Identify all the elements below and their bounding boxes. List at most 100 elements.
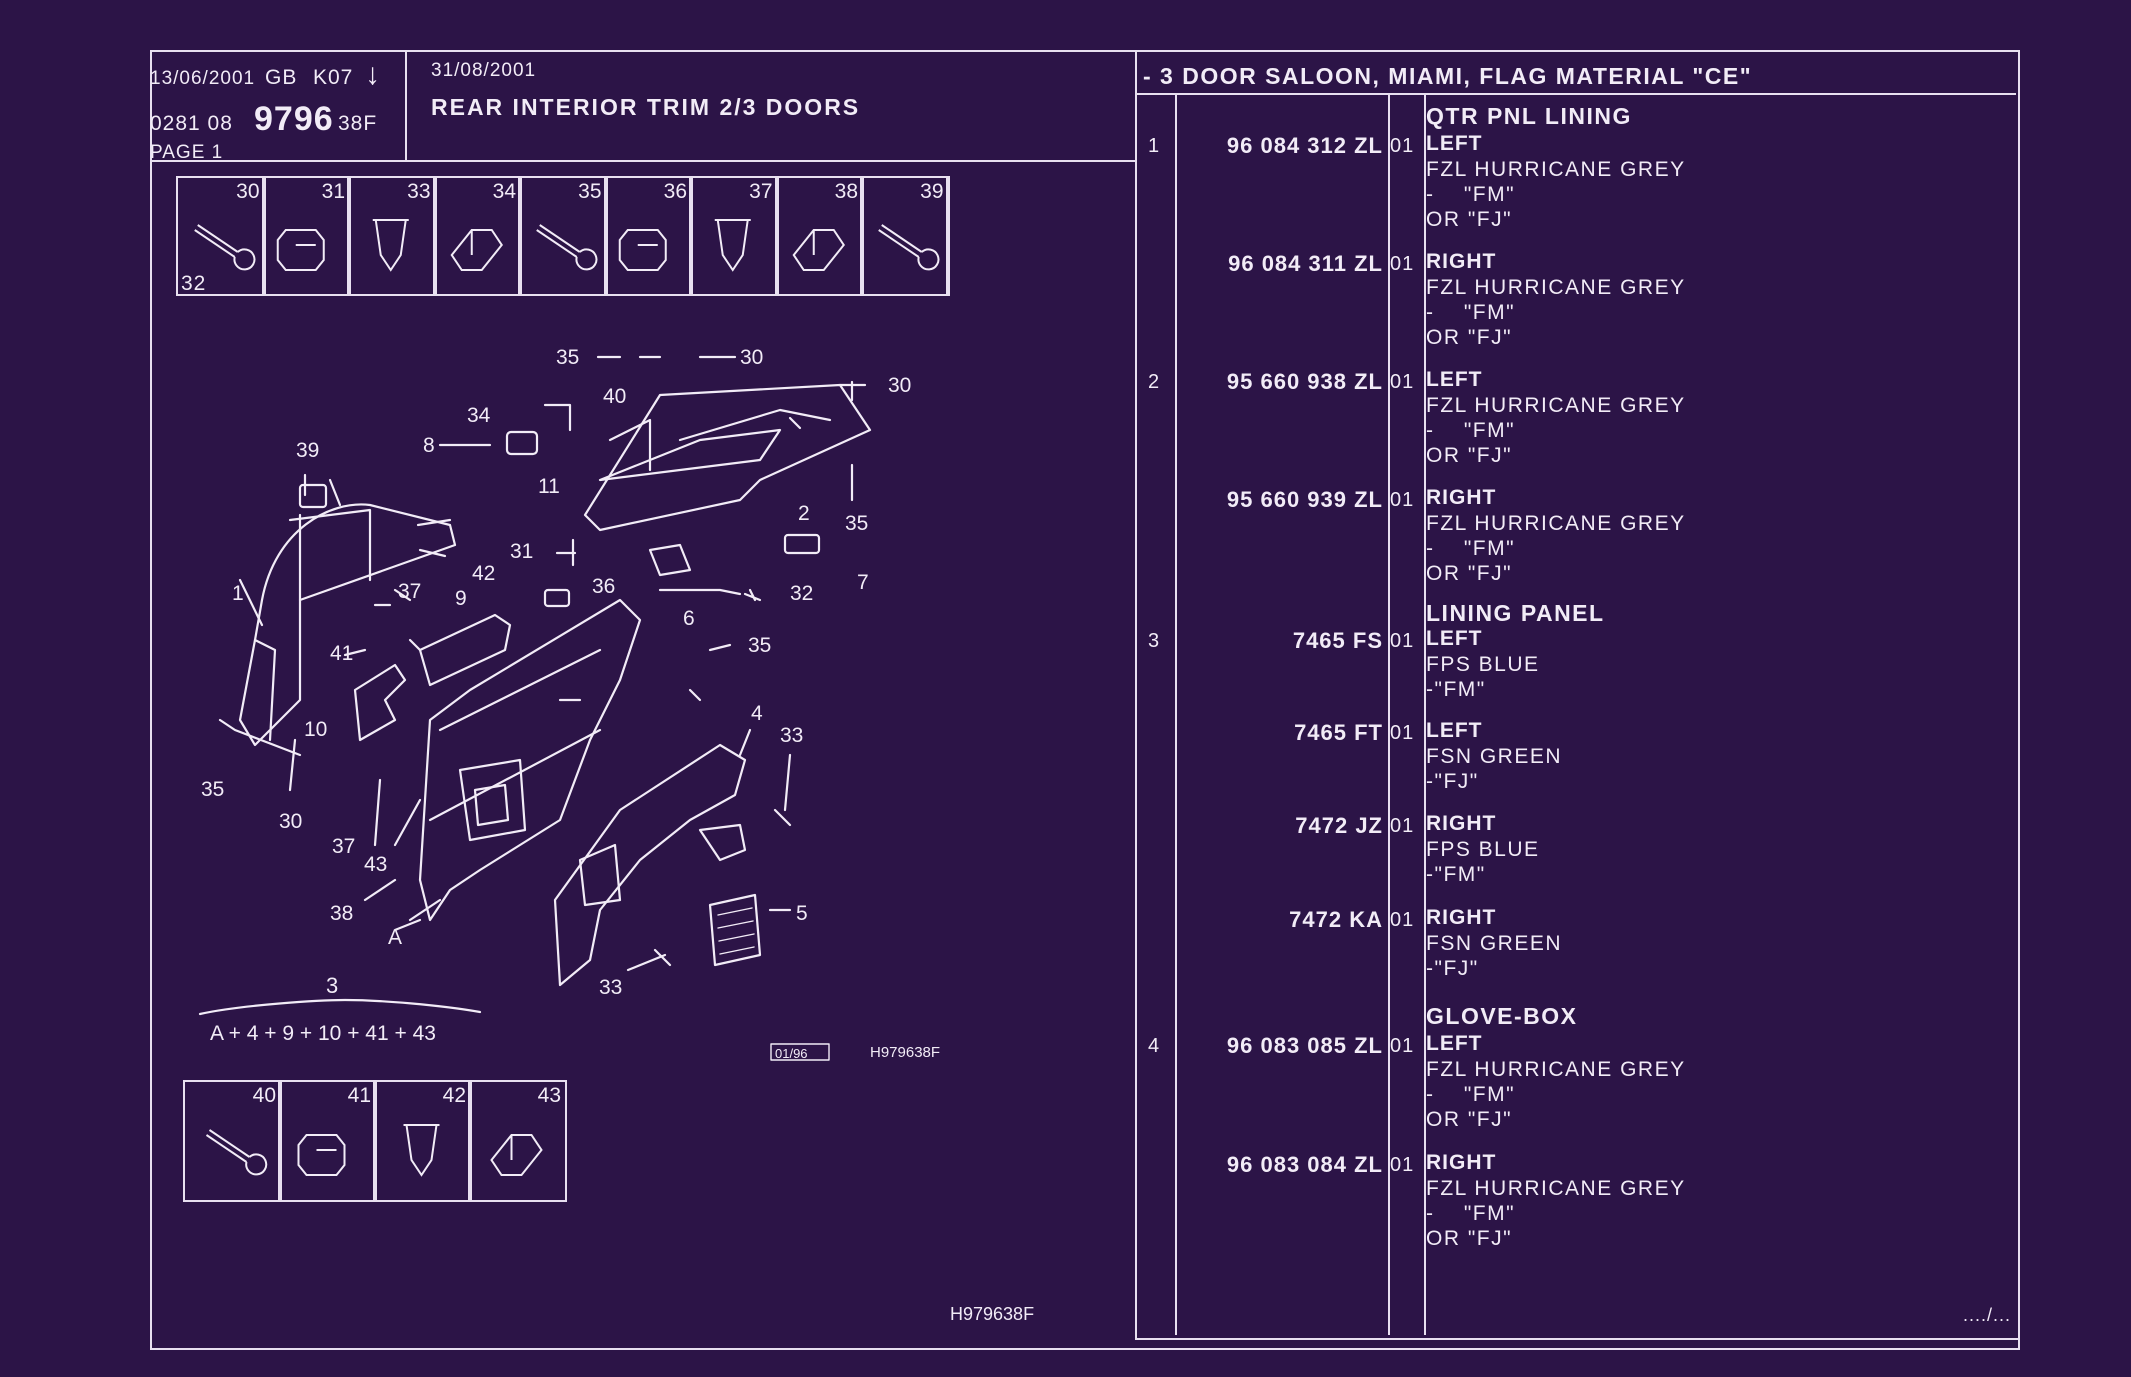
fastener-number: 41	[347, 1084, 371, 1107]
description-line: - "FM"	[1426, 537, 1516, 560]
description-line: OR "FJ"	[1426, 1108, 1513, 1131]
fastener-label-32: 32	[181, 272, 207, 295]
quantity: 01	[1390, 1035, 1415, 1057]
quantity: 01	[1390, 815, 1415, 837]
callout: 41	[330, 642, 353, 665]
callout: 4	[751, 702, 763, 725]
side: LEFT	[1426, 1032, 1483, 1055]
callout: 9	[455, 587, 467, 610]
callout: 6	[683, 607, 695, 630]
description-line: OR "FJ"	[1426, 326, 1513, 349]
parts-list-frame	[1135, 50, 2020, 1340]
callout: 38	[330, 902, 353, 925]
part-2-upper-lining	[583, 383, 872, 532]
side: LEFT	[1426, 368, 1483, 391]
fastener-icon	[618, 229, 667, 271]
description-line: FZL HURRICANE GREY	[1426, 1058, 1686, 1081]
fastener-cell: 39	[860, 176, 950, 296]
part-10	[353, 663, 407, 742]
drawing-ref: H979638F	[870, 1044, 940, 1061]
fastener-icon	[276, 229, 325, 271]
callout: 35	[748, 634, 771, 657]
quantity: 01	[1390, 1154, 1415, 1176]
callout: A	[388, 926, 402, 949]
description-line: FZL HURRICANE GREY	[1426, 1177, 1686, 1200]
fastener-icon	[536, 224, 598, 271]
part-number: 95 660 939 ZL	[1226, 487, 1383, 512]
fastener-number: 34	[492, 180, 516, 203]
fastener-icon	[194, 224, 256, 271]
spec-line: - 3 DOOR SALOON, MIAMI, FLAG MATERIAL "C…	[1143, 63, 1753, 89]
fastener-number: 39	[920, 180, 944, 203]
part-group-heading: QTR PNL LINING	[1426, 103, 1632, 129]
fastener-cell: 42	[373, 1080, 472, 1202]
fastener-number: 31	[321, 180, 345, 203]
callout: 30	[888, 374, 911, 397]
header-code: K07	[313, 66, 354, 89]
fastener-number: 43	[537, 1084, 561, 1107]
callout: 10	[304, 718, 327, 741]
callout: 39	[296, 439, 319, 462]
callout: 37	[332, 835, 355, 858]
quantity: 01	[1390, 253, 1415, 275]
description-line: FZL HURRICANE GREY	[1426, 512, 1686, 535]
part-number: 7465 FS	[1292, 628, 1383, 653]
description-line: OR "FJ"	[1426, 562, 1513, 585]
fastener-icon	[490, 1134, 543, 1176]
continuation-mark: ..../...	[1963, 1305, 2012, 1325]
header-date2: 31/08/2001	[431, 60, 537, 81]
fastener-cell: 35	[518, 176, 608, 296]
header-page: PAGE 1	[150, 142, 224, 163]
callout: 42	[472, 562, 495, 585]
description-line: FZL HURRICANE GREY	[1426, 158, 1686, 181]
header-divider-left	[150, 160, 1137, 162]
part-group-heading: LINING PANEL	[1426, 600, 1605, 626]
part-1-qtr-panel	[238, 503, 457, 747]
quantity: 01	[1390, 630, 1415, 652]
fastener-cell: 31	[261, 176, 351, 296]
description-line: OR "FJ"	[1426, 1227, 1513, 1250]
header-ref-number: 9796	[254, 100, 334, 138]
fastener-cell: 38	[774, 176, 864, 296]
fastener-number: 33	[407, 180, 431, 203]
part-number: 7472 JZ	[1295, 813, 1383, 838]
part-9	[418, 613, 512, 687]
part-group-heading: GLOVE-BOX	[1426, 1003, 1578, 1029]
quantity: 01	[1390, 489, 1415, 511]
item-number: 1	[1148, 135, 1161, 157]
side: RIGHT	[1426, 812, 1497, 835]
quantity: 01	[1390, 371, 1415, 393]
description-line: - "FM"	[1426, 183, 1516, 206]
fastener-number: 42	[442, 1084, 466, 1107]
quantity: 01	[1390, 722, 1415, 744]
part-number: 96 083 084 ZL	[1226, 1152, 1383, 1177]
part-4-glovebox	[553, 743, 747, 987]
side: LEFT	[1426, 627, 1483, 650]
callout: 30	[279, 810, 302, 833]
down-arrow-icon: ↓	[365, 58, 381, 91]
header-market: GB	[265, 66, 298, 89]
side: LEFT	[1426, 132, 1483, 155]
description-line: -"FJ"	[1426, 770, 1479, 793]
part-number: 7465 FT	[1294, 720, 1383, 745]
quantity: 01	[1390, 909, 1415, 931]
fastener-number: 30	[236, 180, 260, 203]
qty-col-right	[1424, 95, 1426, 1335]
description-line: FZL HURRICANE GREY	[1426, 394, 1686, 417]
item-col-divider	[1175, 95, 1177, 1335]
fastener-number: 37	[749, 180, 773, 203]
fastener-number: 36	[663, 180, 687, 203]
fastener-cell: 33	[347, 176, 437, 296]
side: RIGHT	[1426, 486, 1497, 509]
callout: 40	[603, 385, 626, 408]
callout: 36	[592, 575, 615, 598]
part-number: 95 660 938 ZL	[1226, 369, 1383, 394]
callout: 31	[510, 540, 533, 563]
fastener-cell: 30	[176, 176, 266, 296]
item-number: 2	[1148, 371, 1161, 393]
callout: 8	[423, 434, 435, 457]
description-line: FPS BLUE	[1426, 653, 1540, 676]
formula-brace	[198, 998, 482, 1016]
quantity: 01	[1390, 135, 1415, 157]
callout: 43	[364, 853, 387, 876]
